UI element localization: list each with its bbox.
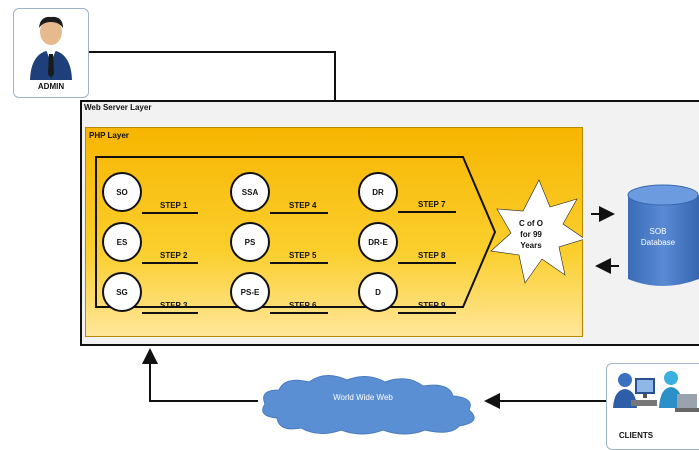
step-label: STEP 6 <box>289 301 317 310</box>
db-arrows <box>591 206 619 274</box>
step-label: STEP 7 <box>418 200 446 209</box>
certificate-line-1: C of O <box>519 219 543 228</box>
database-icon <box>627 184 699 286</box>
step-label: STEP 1 <box>160 201 188 210</box>
clients-icon <box>613 371 699 412</box>
step-underline <box>142 312 198 314</box>
node-ps: PS <box>230 222 270 262</box>
node-dr: DR <box>358 172 398 212</box>
web-server-layer-title: Web Server Layer <box>84 103 152 112</box>
process-shape <box>95 156 583 308</box>
www-to-server-arrow <box>142 348 258 402</box>
step-label: STEP 5 <box>289 251 317 260</box>
step-label: STEP 8 <box>418 251 446 260</box>
node-dr-e: DR-E <box>358 222 398 262</box>
admin-user-icon <box>30 16 72 80</box>
node-es: ES <box>102 222 142 262</box>
node-ssa: SSA <box>230 172 270 212</box>
step-label: STEP 2 <box>160 251 188 260</box>
node-so: SO <box>102 172 142 212</box>
step-underline <box>398 211 456 213</box>
database-line-1: SOB <box>649 227 667 236</box>
step-label: STEP 4 <box>289 201 317 210</box>
cloud-icon <box>262 375 475 435</box>
network-label: World Wide Web <box>333 393 393 402</box>
step-underline <box>142 262 198 264</box>
admin-to-server-arrow <box>88 51 343 126</box>
clients-label: CLIENTS <box>618 431 654 440</box>
certificate-line-2: for 99 <box>520 230 542 239</box>
node-ps-e: PS-E <box>230 272 270 312</box>
step-underline <box>398 262 456 264</box>
certificate-star <box>490 179 583 284</box>
step-underline <box>270 212 328 214</box>
step-underline <box>270 312 328 314</box>
step-label: STEP 3 <box>160 301 188 310</box>
database-line-2: Database <box>640 238 676 247</box>
step-label: STEP 9 <box>418 301 446 310</box>
database-label: SOB Database <box>628 226 688 248</box>
step-underline <box>142 212 198 214</box>
certificate-text: C of O for 99 Years <box>506 218 556 251</box>
certificate-line-3: Years <box>520 241 542 250</box>
step-underline <box>398 312 456 314</box>
admin-label: ADMIN <box>37 82 65 91</box>
php-layer-title: PHP Layer <box>89 131 129 140</box>
step-underline <box>270 262 328 264</box>
node-d: D <box>358 272 398 312</box>
node-sg: SG <box>102 272 142 312</box>
php-layer <box>85 127 583 337</box>
